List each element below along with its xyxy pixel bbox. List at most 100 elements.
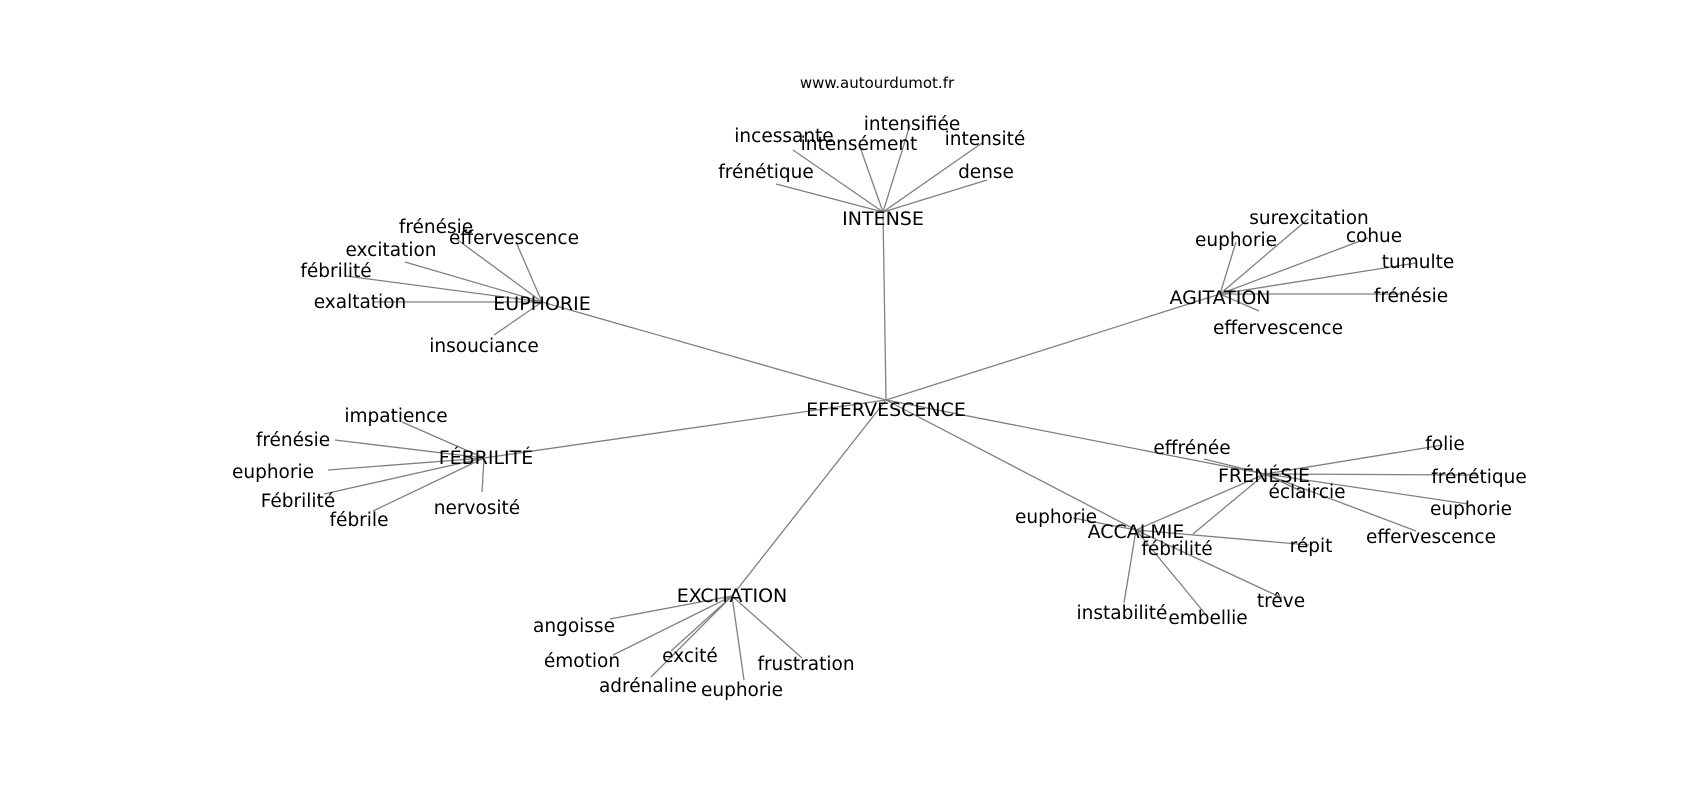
- edge-euphorie-5: [493, 301, 543, 336]
- edge-excitation-5: [731, 595, 803, 659]
- hub-node-excitation[interactable]: EXCITATION: [677, 585, 788, 607]
- edge-intense-4: [775, 183, 884, 213]
- edge-center-euphorie: [541, 301, 887, 401]
- hub-node-agitation[interactable]: AGITATION: [1169, 287, 1270, 309]
- word-node[interactable]: euphorie: [701, 680, 783, 701]
- edge-accalmie-0: [1072, 517, 1137, 531]
- word-node[interactable]: éclaircie: [1268, 482, 1345, 503]
- labels-layer: www.autourdumot.fr EFFERVESCENCE INTENSE i…: [232, 74, 1527, 701]
- word-node[interactable]: frénésie: [256, 430, 330, 451]
- edge-euphorie-3: [345, 275, 543, 303]
- hub-node-euphorie[interactable]: EUPHORIE: [493, 293, 590, 315]
- word-node[interactable]: tumulte: [1382, 252, 1455, 273]
- edge-accalmie-4: [1123, 529, 1137, 604]
- edge-intense-1: [882, 124, 911, 213]
- word-node[interactable]: adrénaline: [599, 676, 697, 697]
- edge-center-frenesie: [885, 399, 1266, 475]
- edge-frenesie-accalmie: [1135, 473, 1266, 531]
- edge-excitation-1: [612, 595, 733, 656]
- edge-center-excitation: [731, 399, 887, 597]
- word-node[interactable]: émotion: [544, 651, 620, 672]
- word-node[interactable]: embellie: [1168, 608, 1247, 629]
- word-node[interactable]: excité: [662, 646, 718, 667]
- edge-febrilite-0: [401, 421, 485, 459]
- edge-frenesie-1: [1264, 444, 1444, 475]
- word-node[interactable]: frénésie: [399, 217, 473, 238]
- edge-febrilite-4: [372, 457, 485, 512]
- word-node[interactable]: frustration: [757, 654, 854, 675]
- word-node[interactable]: effervescence: [449, 228, 579, 249]
- edge-center-accalmie: [885, 399, 1137, 531]
- word-node[interactable]: frénétique: [1431, 467, 1526, 488]
- word-node[interactable]: excitation: [345, 240, 436, 261]
- word-node[interactable]: frénétique: [718, 162, 813, 183]
- word-node[interactable]: impatience: [344, 406, 447, 427]
- word-node[interactable]: intensément: [801, 134, 918, 155]
- edge-febrilite-2: [327, 457, 485, 471]
- word-node[interactable]: frénésie: [1374, 286, 1448, 307]
- hub-node-frenesie[interactable]: FRÉNÉSIE: [1218, 464, 1310, 487]
- edge-intense-0: [792, 149, 884, 213]
- word-node[interactable]: nervosité: [434, 498, 520, 519]
- edge-agitation-5: [1219, 293, 1260, 312]
- word-node[interactable]: angoisse: [533, 616, 615, 637]
- edge-excitation-0: [609, 595, 733, 620]
- word-node[interactable]: effrénée: [1153, 438, 1230, 459]
- edge-frenesie-2: [1264, 473, 1478, 476]
- word-node[interactable]: surexcitation: [1249, 208, 1369, 229]
- edge-febrilite-5: [481, 457, 485, 493]
- word-node[interactable]: effervescence: [1366, 527, 1496, 548]
- edge-intense-3: [882, 142, 983, 213]
- edge-center-agitation: [885, 293, 1221, 401]
- edge-excitation-4: [731, 595, 745, 681]
- edge-febrilite-1: [334, 439, 485, 459]
- edge-euphorie-2: [404, 261, 543, 303]
- word-node[interactable]: répit: [1290, 536, 1333, 557]
- edge-frenesie-3: [1264, 473, 1469, 505]
- edge-accalmie-1: [1135, 529, 1310, 546]
- word-node[interactable]: euphorie: [1430, 499, 1512, 520]
- word-node[interactable]: effervescence: [1213, 318, 1343, 339]
- edge-euphorie-0: [454, 237, 543, 303]
- edge-agitation-3: [1219, 262, 1417, 295]
- word-node[interactable]: intensité: [945, 129, 1026, 150]
- edge-frenesie-5: [1264, 473, 1306, 494]
- word-node[interactable]: incessante: [734, 126, 833, 147]
- word-node[interactable]: instabilité: [1077, 603, 1168, 624]
- edge-intense-2: [859, 146, 884, 213]
- edge-accalmie-2: [1135, 529, 1283, 599]
- edge-frenesie-4: [1264, 473, 1417, 532]
- watermark: www.autourdumot.fr: [800, 74, 955, 92]
- edge-febrilite-3: [323, 457, 485, 495]
- edge-center-intense: [882, 211, 887, 401]
- hub-node-febrilite[interactable]: FÉBRILITÉ: [439, 446, 534, 469]
- edge-center-febrilite: [483, 399, 887, 459]
- edge-agitation-0: [1219, 218, 1309, 295]
- edge-frenesie-0: [1203, 458, 1266, 475]
- word-node[interactable]: Fébrilité: [261, 491, 335, 512]
- word-node[interactable]: fébrilité: [300, 261, 371, 282]
- word-node[interactable]: intensifiée: [864, 114, 960, 135]
- hub-node-intense[interactable]: INTENSE: [842, 208, 924, 230]
- edge-accalmie-3: [1135, 529, 1208, 617]
- edge-excitation-3: [650, 595, 733, 678]
- word-node[interactable]: insouciance: [429, 336, 538, 357]
- word-node[interactable]: fébrilité: [1141, 539, 1212, 560]
- edges-layer: [323, 124, 1478, 681]
- word-node[interactable]: exaltation: [314, 292, 407, 313]
- center-node[interactable]: EFFERVESCENCE: [806, 399, 966, 421]
- word-node[interactable]: euphorie: [1195, 230, 1277, 251]
- hub-node-accalmie[interactable]: ACCALMIE: [1088, 521, 1185, 543]
- word-node[interactable]: fébrile: [330, 510, 389, 531]
- edge-excitation-2: [670, 595, 733, 652]
- word-node[interactable]: euphorie: [232, 462, 314, 483]
- word-node[interactable]: dense: [958, 162, 1014, 183]
- word-node[interactable]: folie: [1425, 434, 1465, 455]
- word-node[interactable]: euphorie: [1015, 507, 1097, 528]
- edge-intense-5: [882, 179, 988, 213]
- word-node[interactable]: cohue: [1346, 226, 1402, 247]
- word-node[interactable]: trêve: [1257, 591, 1305, 612]
- edge-agitation-2: [1219, 237, 1369, 295]
